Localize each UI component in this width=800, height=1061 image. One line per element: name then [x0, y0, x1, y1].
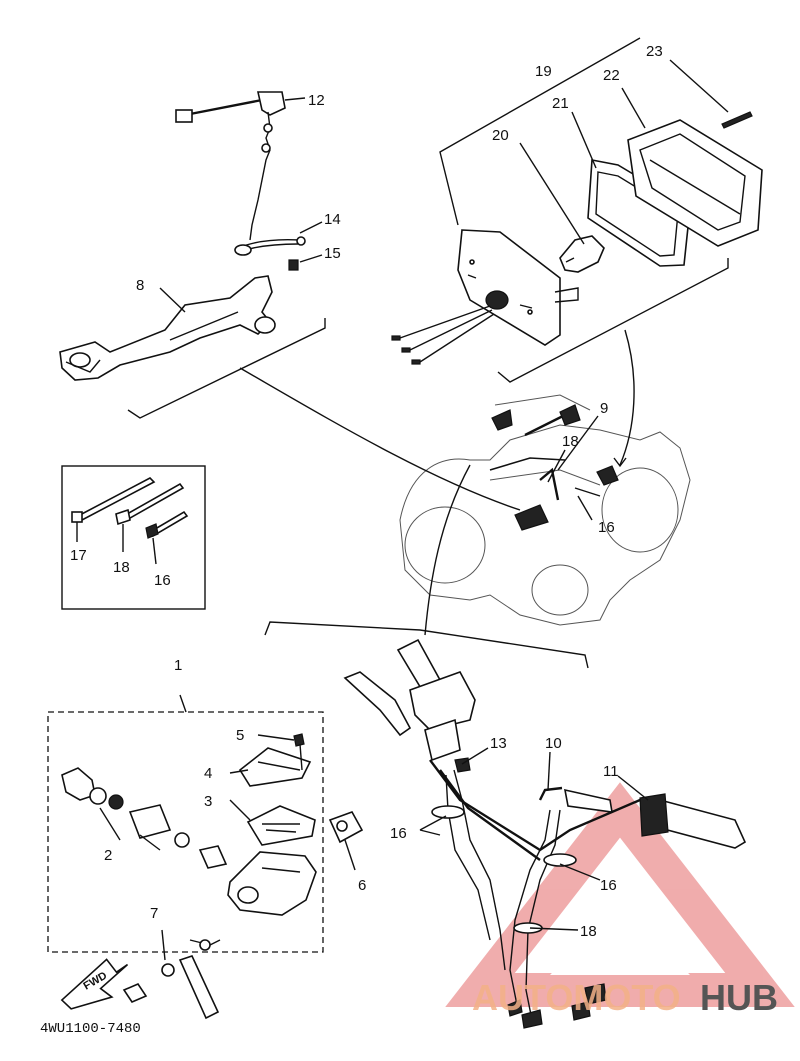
callout-23: 23	[646, 43, 663, 60]
callout-3: 3	[204, 793, 212, 810]
leader-handlebar-to-atv	[424, 464, 471, 636]
tail-light-bulb	[559, 235, 605, 273]
watermark-triangle	[445, 782, 795, 1007]
brake-switch-connector	[175, 109, 193, 123]
rear-brake-pedal-group	[59, 91, 326, 419]
callout-6: 6	[358, 877, 366, 894]
fwd-arrow-icon: FWD	[60, 958, 129, 1010]
callout-16-atv: 16	[598, 519, 615, 536]
atv-outline	[399, 394, 691, 626]
callout-14: 14	[324, 211, 341, 228]
callout-8: 8	[136, 277, 144, 294]
bolt-15	[288, 259, 299, 271]
callout-22: 22	[603, 67, 620, 84]
callout-17: 17	[70, 547, 87, 564]
callout-2: 2	[104, 847, 112, 864]
reservoir-cap	[238, 747, 312, 787]
tail-light-lens	[627, 119, 763, 247]
callout-15: 15	[324, 245, 341, 262]
callout-11: 11	[603, 763, 619, 780]
callout-12: 12	[308, 92, 325, 109]
callout-4: 4	[204, 765, 212, 782]
callout-9: 9	[600, 400, 608, 417]
reservoir-diaphragm	[246, 805, 316, 846]
watermark-logo: AUTOMOTO HUB	[472, 977, 778, 1018]
tail-light-base	[457, 229, 561, 346]
callout-16-handlebar-right: 16	[600, 877, 617, 894]
master-cylinder-group	[47, 694, 364, 1020]
cable-tie-inset	[61, 465, 206, 610]
cap-screw	[293, 733, 305, 747]
brake-switch-cable	[184, 98, 263, 117]
leader-pedal-to-atv	[239, 367, 521, 511]
callout-5: 5	[236, 727, 244, 744]
lens-gasket	[587, 159, 691, 267]
lens-screw	[721, 111, 753, 129]
callout-21: 21	[552, 95, 569, 112]
callout-7: 7	[150, 905, 158, 922]
callout-13: 13	[490, 735, 507, 752]
callout-10: 10	[545, 735, 562, 752]
callout-18-atv: 18	[562, 433, 579, 450]
callout-1: 1	[174, 657, 182, 674]
lever-holder	[409, 671, 476, 731]
brake-lever	[343, 671, 412, 737]
right-grip	[659, 798, 747, 849]
leader-light-to-atv	[619, 329, 635, 466]
callout-20: 20	[492, 127, 509, 144]
callout-16-inset: 16	[154, 572, 171, 589]
callout-labels: 1 2 3 4 5 6 7 8 9 10 11 12 13 14 15 16 1…	[70, 43, 663, 940]
callout-18-handlebar: 18	[580, 923, 597, 940]
callout-19: 19	[535, 63, 552, 80]
brake-pedal	[59, 275, 273, 381]
callout-18-inset: 18	[113, 559, 130, 576]
master-cylinder-dashed-box	[47, 711, 324, 953]
master-cylinder-body	[227, 851, 317, 916]
watermark-text-hub: HUB	[700, 977, 778, 1018]
diagram-part-number: 4WU1100-7480	[40, 1021, 141, 1037]
tail-light-group	[391, 37, 763, 383]
watermark-text-main: AUTOMOTO	[472, 977, 681, 1018]
handlebar-group	[264, 621, 747, 1029]
brake-switch-body	[257, 91, 286, 116]
callout-16-handlebar-left: 16	[390, 825, 407, 842]
